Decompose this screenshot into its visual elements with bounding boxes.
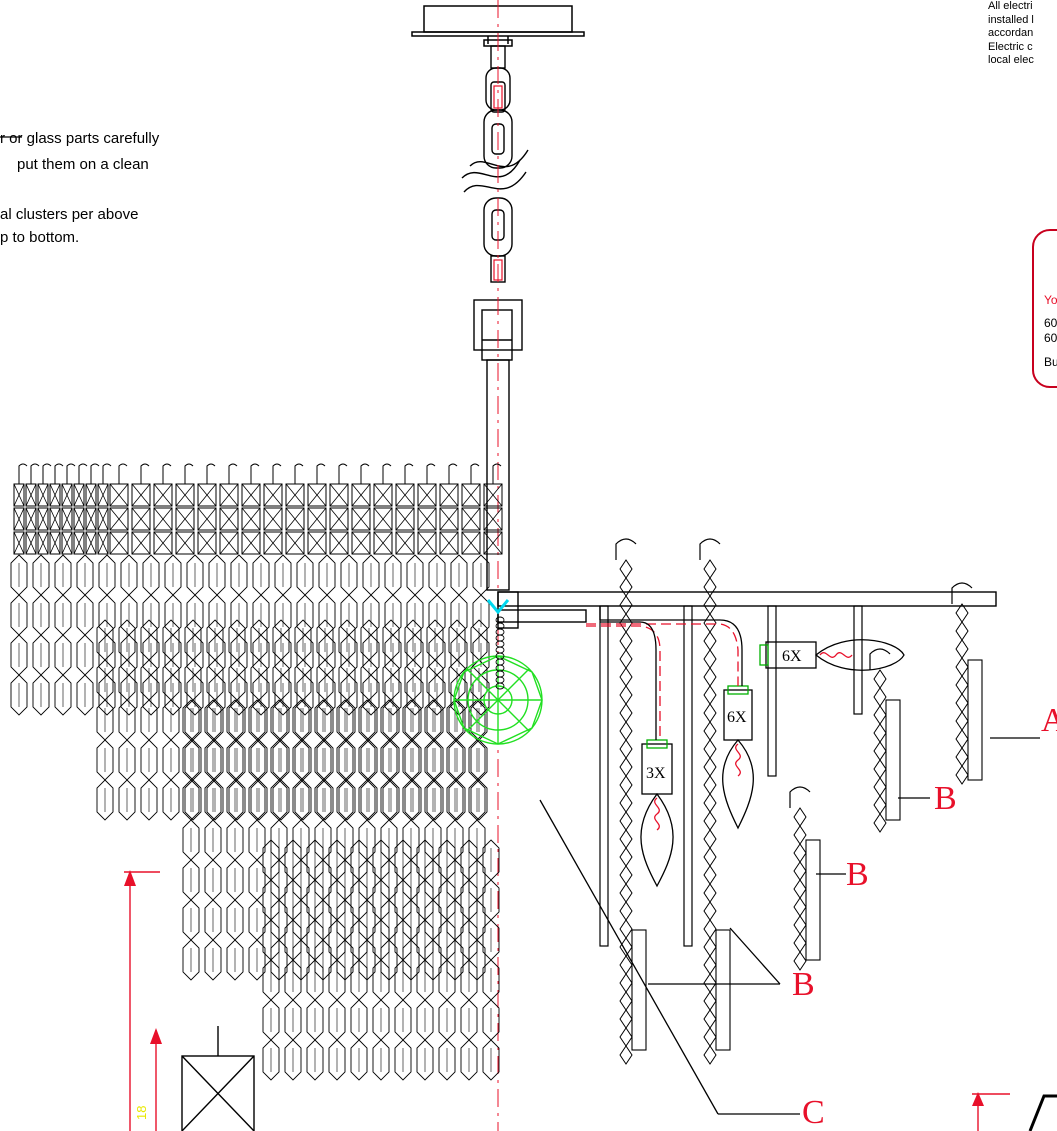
callout-b-1: B — [934, 780, 957, 817]
warning-line-1: Yo — [1044, 293, 1057, 307]
callout-a: A — [1041, 702, 1057, 739]
bulb-label-small: 3X — [646, 765, 666, 782]
crystal-ball-c — [453, 599, 543, 745]
callout-b-2: B — [846, 856, 869, 893]
dimension-detail — [124, 870, 1057, 1131]
bulbs — [586, 619, 905, 888]
left-note-line-3: al clusters per above — [0, 206, 139, 223]
beaded-chain — [495, 616, 505, 690]
callout-c: C — [802, 1094, 825, 1131]
crystal-curtain-tiers — [10, 463, 503, 1081]
center-rod — [486, 0, 510, 1131]
warning-line-4: Bu — [1044, 355, 1057, 369]
left-note-line-1: r or glass parts carefully — [0, 130, 160, 147]
warning-line-2: 60 — [1044, 316, 1057, 330]
left-note-line-2: put them on a clean — [17, 156, 149, 173]
bulb-count-labels: 6X 6X 3X — [646, 648, 802, 782]
left-note-line-4: p to bottom. — [0, 229, 80, 246]
bulb-label-horizontal: 6X — [782, 648, 802, 665]
warning-line-3: 60 — [1044, 331, 1057, 345]
callout-b-3: B — [792, 966, 815, 1003]
bulb-label-vertical: 6X — [727, 709, 747, 726]
electrical-note: All electri installed l accordan Electri… — [988, 0, 1034, 66]
chain — [461, 45, 529, 361]
arm-frame — [497, 591, 997, 629]
callout-leaders — [539, 737, 1040, 1115]
dimension-label: 18 — [134, 1106, 149, 1120]
warning-box — [1032, 229, 1057, 388]
right-crystal-strands — [599, 538, 983, 1065]
